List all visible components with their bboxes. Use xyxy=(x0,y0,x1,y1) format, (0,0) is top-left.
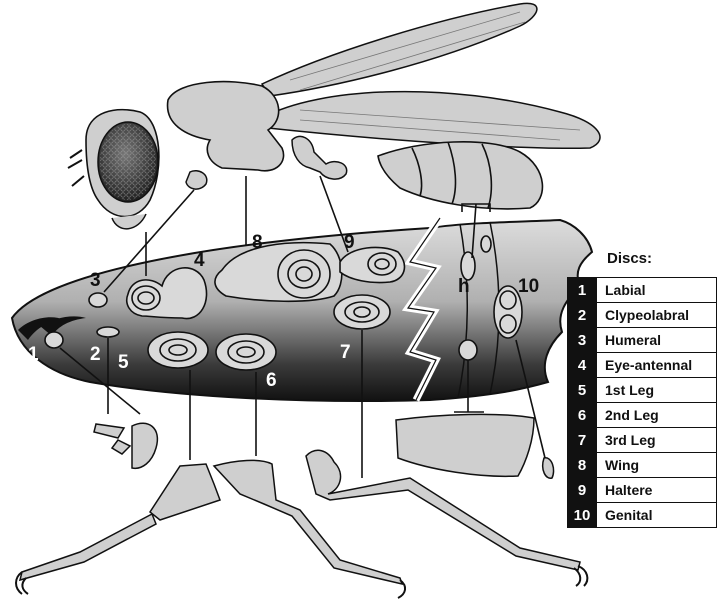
disc-wing xyxy=(214,241,343,303)
legend-title: Discs: xyxy=(607,250,653,267)
disc-eye-antennal xyxy=(126,267,208,320)
legend-disc-name: 3rd Leg xyxy=(596,427,717,453)
legend-number: 6 xyxy=(567,402,597,428)
legend-number: 4 xyxy=(567,352,597,378)
disc-haltere xyxy=(339,246,406,284)
label-1: 1 xyxy=(28,344,39,365)
leg-1 xyxy=(148,463,221,521)
adult-legs xyxy=(18,413,581,586)
mouth-hooks xyxy=(18,316,86,340)
legend-disc-name: 1st Leg xyxy=(596,377,717,403)
adult-thorax xyxy=(166,80,285,172)
disc-labial xyxy=(44,331,64,349)
legend-number: 8 xyxy=(567,452,597,478)
legend-disc-name: Clypeolabral xyxy=(596,302,717,328)
legend-disc-name: Labial xyxy=(596,277,717,303)
disc-leg-1 xyxy=(147,331,209,369)
label-5: 5 xyxy=(118,352,129,373)
legend-disc-name: 2nd Leg xyxy=(596,402,717,428)
lower-wing xyxy=(260,90,601,149)
legend-disc-name: Wing xyxy=(596,452,717,478)
disc-number-labels: 1 2 3 4 5 6 7 8 9 10 h xyxy=(28,232,539,391)
legend-number: 1 xyxy=(567,277,597,303)
legend-number: 3 xyxy=(567,327,597,353)
label-2: 2 xyxy=(90,344,101,365)
leg-3 xyxy=(305,449,581,571)
legend-number: 2 xyxy=(567,302,597,328)
legend-number: 5 xyxy=(567,377,597,403)
upper-wing xyxy=(260,2,538,97)
legend-disc-name: Haltere xyxy=(596,477,717,503)
leg-2 xyxy=(212,459,404,586)
label-h: h xyxy=(458,276,470,297)
label-6: 6 xyxy=(266,370,277,391)
genital-piece xyxy=(541,457,555,479)
humeral-fragment xyxy=(185,170,208,190)
antenna xyxy=(67,149,85,187)
disc-genital xyxy=(493,285,523,339)
claws xyxy=(15,565,589,599)
label-10: 10 xyxy=(518,276,539,297)
disc-clypeolabral xyxy=(96,326,120,338)
adult-abdomen xyxy=(377,141,544,210)
disc-humeral xyxy=(88,292,108,308)
histoblast-nest-upper xyxy=(460,251,476,281)
label-8: 8 xyxy=(252,232,263,253)
disc-leg-2 xyxy=(215,333,277,371)
adult-haltere xyxy=(291,135,348,180)
connector-lines xyxy=(59,175,547,478)
imaginal-discs xyxy=(44,235,523,371)
legend-disc-name: Eye-antennal xyxy=(596,352,717,378)
label-4: 4 xyxy=(194,250,205,271)
mouthpart-1 xyxy=(93,423,126,439)
histoblast-nest xyxy=(458,339,478,361)
legend-number: 9 xyxy=(567,477,597,503)
label-7: 7 xyxy=(340,342,351,363)
label-3: 3 xyxy=(90,270,101,291)
legend-number: 7 xyxy=(567,427,597,453)
adult-wings xyxy=(260,2,601,149)
adult-head xyxy=(67,108,160,230)
disc-leg-3 xyxy=(333,294,391,330)
abdomen-piece xyxy=(395,413,535,478)
legend-disc-name: Humeral xyxy=(596,327,717,353)
label-9: 9 xyxy=(344,232,355,253)
legend-number: 10 xyxy=(567,502,597,528)
legend-disc-name: Genital xyxy=(596,502,717,528)
